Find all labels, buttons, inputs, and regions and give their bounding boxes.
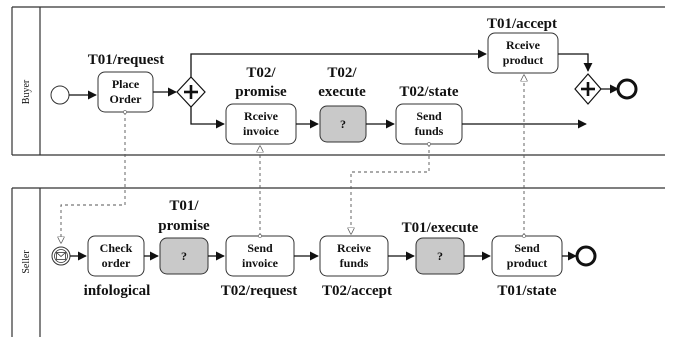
svg-text:funds: funds xyxy=(415,124,444,138)
label-t02-state: T02/state xyxy=(399,84,459,100)
parallel-gateway-join xyxy=(574,73,602,105)
label-t01-execute: T01/execute xyxy=(402,220,479,236)
parallel-gateway-split xyxy=(176,76,206,108)
label-t02-request: T02/request xyxy=(221,283,297,299)
svg-text:invoice: invoice xyxy=(243,124,280,138)
svg-text:?: ? xyxy=(437,249,443,263)
label-t02-execute-1: T02/ xyxy=(327,65,357,81)
buyer-lane-title: Buyer xyxy=(21,79,32,104)
label-infological: infological xyxy=(84,283,151,299)
seller-end-event xyxy=(575,245,597,267)
task-send-invoice: Send invoice xyxy=(225,235,295,277)
task-unknown-execute: ? xyxy=(415,237,465,275)
svg-text:Check: Check xyxy=(100,241,133,255)
svg-text:funds: funds xyxy=(340,256,369,270)
svg-text:Send: Send xyxy=(416,109,442,123)
task-receive-funds: Rceive funds xyxy=(319,235,389,277)
svg-text:Place: Place xyxy=(112,77,140,91)
seller-lane-title: Seller xyxy=(21,250,32,274)
label-t02-execute-2: execute xyxy=(318,84,366,100)
svg-text:Order: Order xyxy=(110,92,143,106)
svg-text:product: product xyxy=(507,256,547,270)
svg-text:invoice: invoice xyxy=(242,256,279,270)
task-receive-invoice: Rceive invoice xyxy=(225,103,297,145)
label-t02-promise-2: promise xyxy=(235,84,287,100)
label-t02-accept: T02/accept xyxy=(322,283,392,299)
buyer-start-event xyxy=(50,85,70,105)
svg-text:product: product xyxy=(503,53,543,67)
svg-text:?: ? xyxy=(181,249,187,263)
task-send-funds: Send funds xyxy=(395,103,463,145)
svg-text:Send: Send xyxy=(247,241,273,255)
label-t01-accept: T01/accept xyxy=(487,16,557,32)
svg-text:Send: Send xyxy=(514,241,540,255)
svg-text:Rceive: Rceive xyxy=(244,109,279,123)
svg-text:Rceive: Rceive xyxy=(337,241,372,255)
label-t01-state: T01/state xyxy=(497,283,557,299)
task-unknown-promise: ? xyxy=(159,237,209,275)
label-t01-promise-1: T01/ xyxy=(169,198,199,214)
message-flow-order xyxy=(61,112,125,243)
svg-text:order: order xyxy=(102,256,131,270)
task-receive-product: Rceive product xyxy=(487,32,559,74)
task-send-product: Send product xyxy=(491,235,563,277)
task-unknown-pay: ? xyxy=(319,105,367,143)
label-t01-promise-2: promise xyxy=(158,218,210,234)
message-flow-funds xyxy=(351,144,429,234)
label-t01-request: T01/request xyxy=(88,52,164,68)
label-t02-promise-1: T02/ xyxy=(246,65,276,81)
task-place-order: Place Order xyxy=(97,71,154,113)
buyer-end-event xyxy=(616,78,638,100)
message-start-event xyxy=(51,246,71,266)
task-check-order: Check order xyxy=(87,235,145,277)
svg-text:Rceive: Rceive xyxy=(506,38,541,52)
svg-text:?: ? xyxy=(340,117,346,131)
